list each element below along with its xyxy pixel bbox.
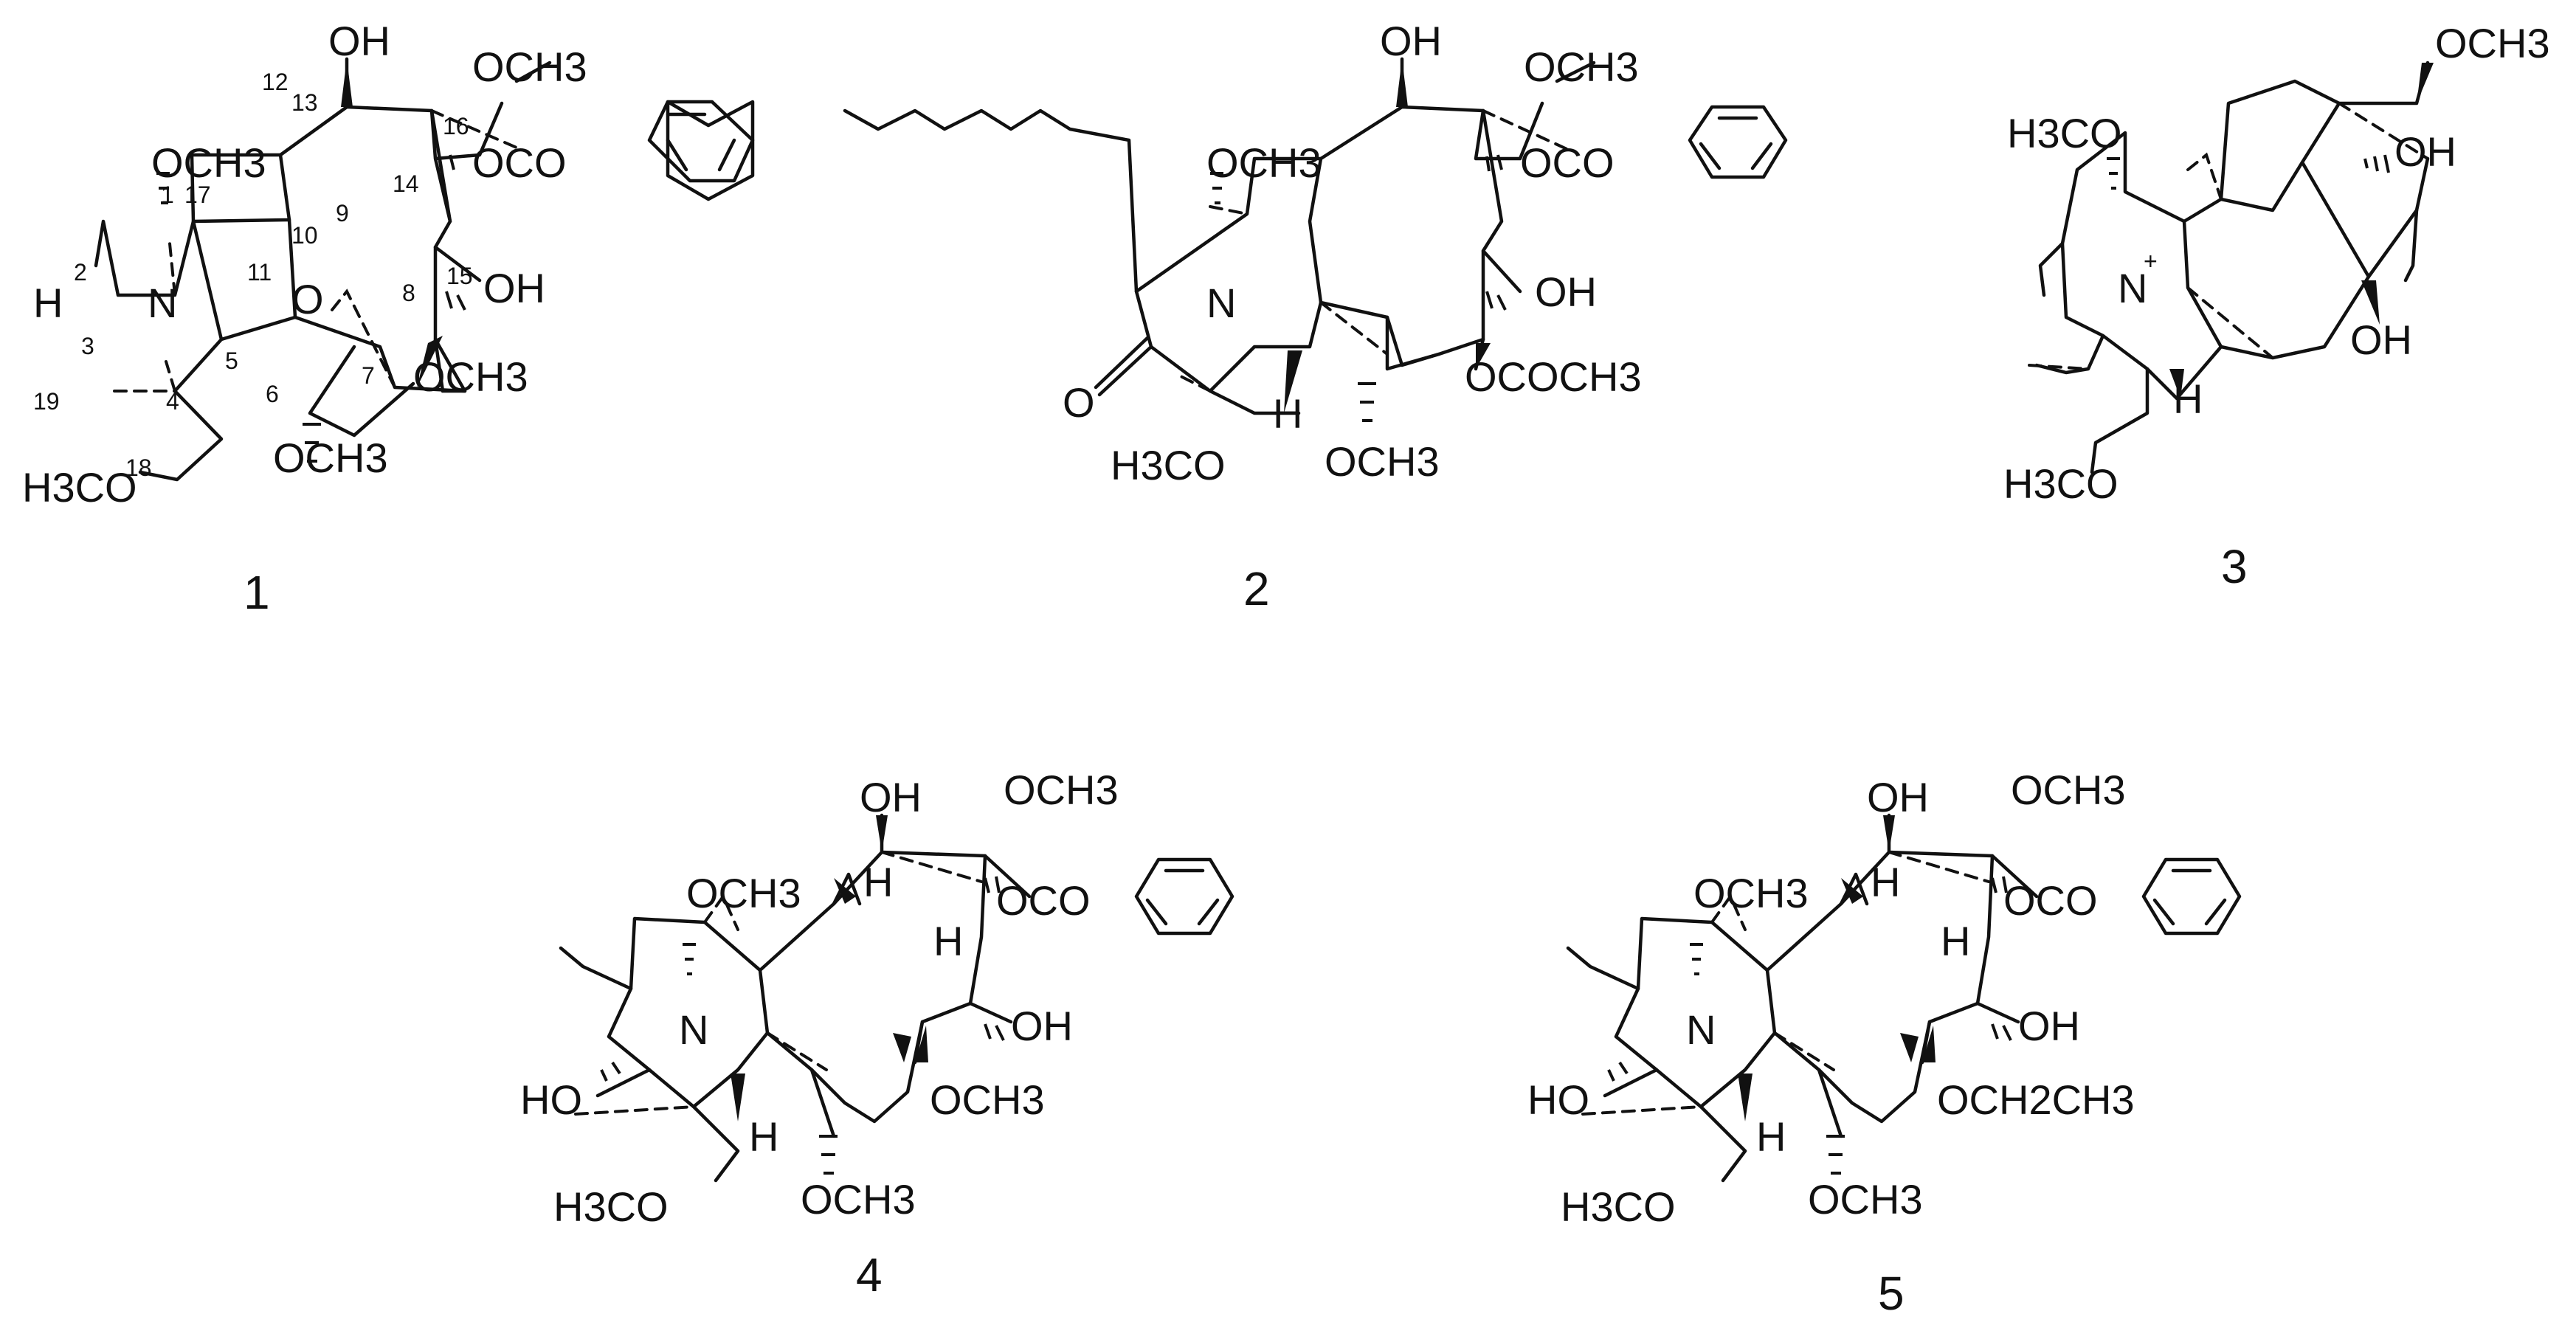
och3-16-label: OCH3 (1004, 767, 1119, 813)
nitrogen-charge: + (2144, 248, 2158, 274)
compound-1-number: 1 (244, 566, 270, 619)
compound-2-number: 2 (1243, 562, 1270, 615)
compound-3-structure: OCH3 H3CO OH N + OH H H3CO 3 (2003, 20, 2550, 593)
h-9-label: H (863, 859, 893, 905)
atom-number-15: 15 (446, 263, 473, 289)
atom-number-11: 11 (247, 259, 272, 286)
och3-8-label: OCH3 (930, 1076, 1045, 1123)
och3-1-label: OCH3 (151, 139, 266, 186)
h-9-label: H (1871, 859, 1900, 905)
oh-15-label: OH (2018, 1003, 2080, 1049)
ho-3-label: HO (1527, 1076, 1589, 1123)
h-5-label: H (1273, 390, 1302, 437)
atom-number-18: 18 (125, 454, 152, 481)
atom-number-14: 14 (393, 170, 419, 197)
och3-1-label: OCH3 (1693, 870, 1809, 916)
och3-6-label: OCH3 (1325, 438, 1440, 485)
compound-3-number: 3 (2221, 540, 2248, 593)
atom-number-5: 5 (225, 348, 238, 374)
ocoph-14-label: OCO (472, 139, 567, 186)
atom-number-19: 19 (33, 388, 60, 415)
ocoph-14-label: OCO (1520, 139, 1615, 186)
atom-number-7: 7 (362, 362, 375, 389)
atom-number-6: 6 (266, 381, 279, 407)
ococh3-8-label: OCOCH3 (1465, 353, 1642, 400)
atom-number-1: 1 (161, 182, 174, 208)
atom-number-12: 12 (262, 69, 289, 95)
h3co-18-label: H3CO (553, 1183, 669, 1230)
compound-5-structure: OH OCH3 OCO OCH3 H H N OH HO OCH2CH3 H H… (1527, 767, 2242, 1320)
och2ch3-8-label: OCH2CH3 (1937, 1076, 2135, 1123)
compound-2-structure: OH OCH3 OCO OCH3 N OH OCOCH3 O H H3CO OC… (843, 18, 1788, 615)
ocoph-14-label: OCO (2003, 877, 2098, 924)
h3co-18-label: H3CO (22, 464, 137, 511)
nitrogen-label: N (1686, 1006, 1716, 1053)
h3co-18-label: H3CO (1111, 442, 1226, 488)
ho-3-label: HO (520, 1076, 582, 1123)
compound-4-structure: OH OCH3 OCO OCH3 H H N OH HO OCH3 H H3CO… (520, 767, 1235, 1301)
atom-number-9: 9 (336, 200, 349, 227)
ocoph-14-label: OCO (996, 877, 1091, 924)
oh-8-label: OH (2350, 317, 2412, 363)
h-5-label: H (1756, 1113, 1786, 1160)
och3-16-label: OCH3 (2435, 20, 2550, 66)
atom-number-13: 13 (291, 89, 318, 116)
h-label: H (33, 280, 63, 326)
nitrogen-label: N (1206, 280, 1236, 326)
nitrogen-label: N (2118, 265, 2147, 311)
oxo-label: O (1063, 379, 1095, 426)
och3-6-label: OCH3 (801, 1176, 916, 1223)
h3co-18-label: H3CO (1561, 1183, 1676, 1230)
och3-8-label: OCH3 (413, 353, 528, 400)
och3-6-label: OCH3 (1808, 1176, 1923, 1223)
h-5-label: H (749, 1113, 778, 1160)
oxygen-bridge-label: O (291, 276, 324, 322)
och3-1-label: OCH3 (1206, 139, 1322, 186)
nitrogen-label: N (679, 1006, 708, 1053)
oh-13-label: OH (1867, 774, 1929, 820)
oh-13-label: OH (860, 774, 922, 820)
h-5-label: H (2173, 376, 2203, 422)
oh-16-label: OH (2394, 128, 2456, 175)
atom-number-10: 10 (291, 222, 318, 249)
atom-number-16: 16 (443, 113, 469, 139)
h-14-label: H (1941, 918, 1970, 964)
atom-number-8: 8 (402, 280, 415, 306)
benzene-ring (647, 100, 755, 201)
och3-16-label: OCH3 (472, 44, 587, 90)
och3-6-label: OCH3 (273, 435, 388, 481)
compound-5-number: 5 (1878, 1267, 1905, 1320)
och3-1-label: OCH3 (686, 870, 801, 916)
och3-16-label: OCH3 (2011, 767, 2126, 813)
atom-number-17: 17 (184, 182, 211, 208)
oh-13-label: OH (1380, 18, 1442, 64)
compound-1-structure: OH OCH3 OCO OCH3 H N O OH OCH3 OCH3 H3CO… (22, 18, 755, 619)
h-14-label: H (933, 918, 963, 964)
atom-number-4: 4 (166, 388, 179, 415)
benzene-ring (2141, 857, 2242, 936)
oh-15-label: OH (483, 265, 545, 311)
benzene-ring (1688, 105, 1788, 179)
och3-16-label: OCH3 (1524, 44, 1639, 90)
atom-number-2: 2 (74, 259, 87, 286)
benzene-ring (1134, 857, 1235, 936)
oh-13-label: OH (328, 18, 390, 64)
oh-15-label: OH (1535, 269, 1597, 315)
atom-number-3: 3 (81, 333, 94, 359)
oh-15-label: OH (1011, 1003, 1073, 1049)
compound-4-number: 4 (856, 1248, 883, 1301)
h3co-18-label: H3CO (2003, 460, 2119, 507)
nitrogen-label: N (148, 280, 177, 326)
h3co-1-label: H3CO (2007, 110, 2122, 156)
